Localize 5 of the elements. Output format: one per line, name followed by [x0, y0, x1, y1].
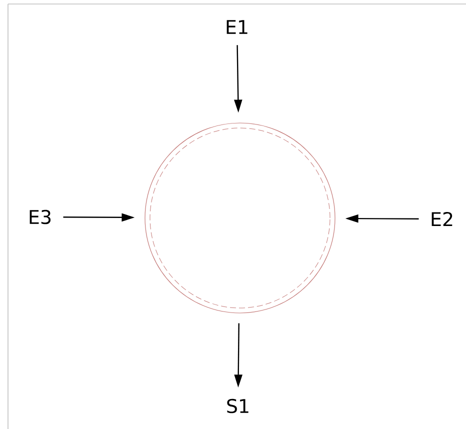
node-label: E1	[226, 20, 248, 34]
circle-outline	[144, 122, 336, 314]
node-label: S1	[227, 398, 248, 414]
node-label: E3	[30, 210, 51, 224]
node-label: E2	[432, 212, 452, 226]
